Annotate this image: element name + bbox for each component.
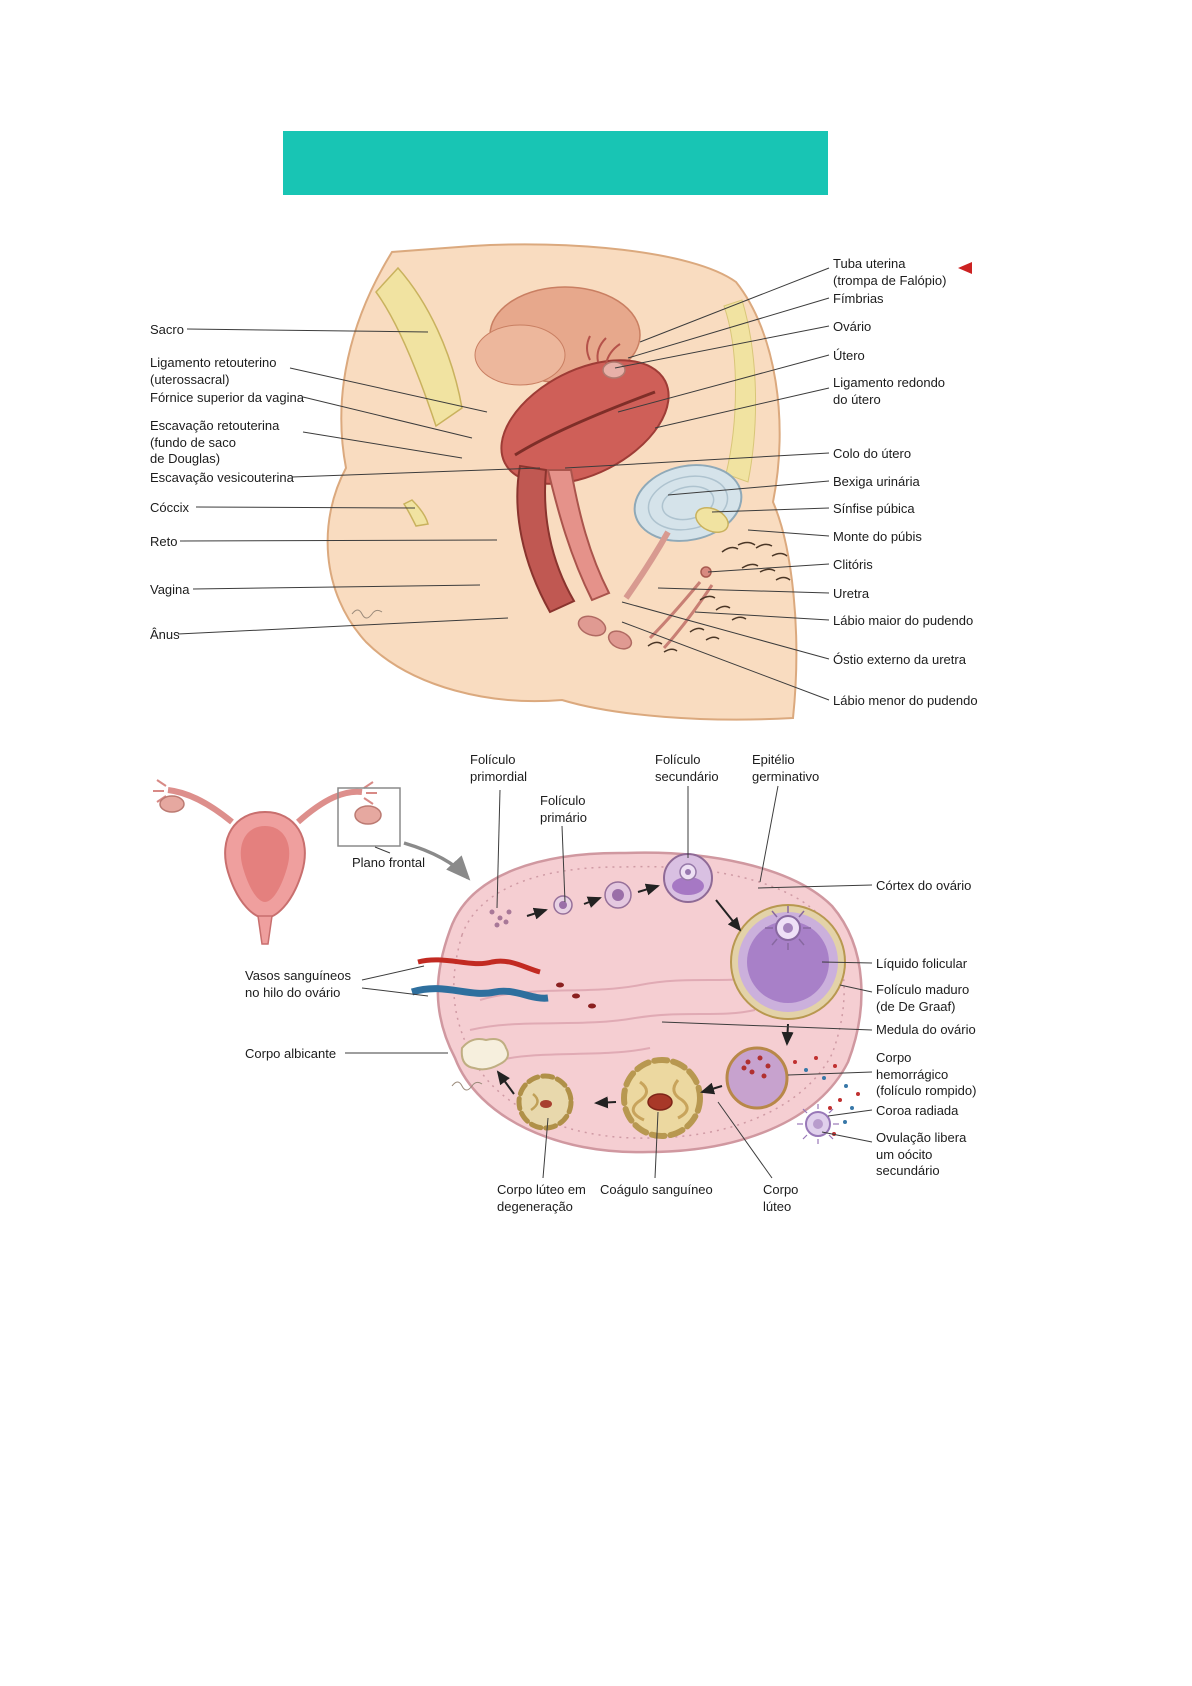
- label-epitelio-germinativo: Epitélio germinativo: [752, 752, 820, 784]
- primordial-follicles: [489, 909, 512, 928]
- growing-follicle: [604, 881, 632, 909]
- label-corpo-luteo: Corpo lúteo: [763, 1182, 799, 1214]
- label-medula-ovario: Medula do ovário: [876, 1022, 976, 1037]
- ovary-leader-lines: [345, 785, 873, 1179]
- artist-signature: [451, 1081, 483, 1091]
- label-fimbrias: Fímbrias: [833, 291, 884, 306]
- perineal-muscle-shape: [607, 630, 633, 650]
- label-escavacao-retouterina: Escavação retouterina (fundo de saco de …: [150, 418, 280, 467]
- uterus-inner-shading: [240, 826, 290, 902]
- label-corpo-luteo-degeneracao: Corpo lúteo em degeneração: [497, 1182, 586, 1214]
- label-corpo-hemorragico: Corpo hemorrágico (folículo rompido): [876, 1050, 977, 1099]
- urethra-shape: [623, 530, 671, 600]
- label-colo-utero: Colo do útero: [833, 446, 912, 461]
- bladder-wall-ring: [661, 485, 715, 521]
- label-plano-frontal: Plano frontal: [352, 855, 425, 870]
- pelvis-illustration: [326, 243, 972, 721]
- uterine-tube-right-shape: [296, 788, 363, 825]
- sacrum-shape: [375, 266, 463, 428]
- pubic-symphysis-shape: [695, 506, 729, 534]
- label-ostio-externo-uretra: Óstio externo da uretra: [833, 652, 966, 667]
- label-uretra: Uretra: [833, 586, 870, 601]
- pubic-hair-strokes: [647, 541, 791, 653]
- secondary-follicle: [663, 853, 713, 903]
- label-coccix: Cóccix: [150, 500, 190, 515]
- label-coroa-radiada: Coroa radiada: [876, 1103, 959, 1118]
- labia-fold-line: [662, 584, 714, 650]
- ovary-shape: [602, 361, 626, 379]
- label-utero: Útero: [833, 348, 865, 363]
- label-foliculo-primordial: Folículo primordial: [470, 752, 528, 784]
- perineal-muscle-shape: [577, 615, 607, 637]
- label-vasos-sanguineos: Vasos sanguíneos no hilo do ovário: [245, 968, 351, 1000]
- fimbriae-shape: [586, 335, 621, 365]
- label-labio-maior: Lábio maior do pudendo: [833, 613, 974, 628]
- red-arrow-icon: [958, 262, 972, 274]
- vein-shape: [410, 985, 549, 1002]
- maturation-arrows: [496, 883, 794, 1109]
- label-tuba-uterina: Tuba uterina (trompa de Falópio): [833, 256, 947, 288]
- label-cortex-ovario: Córtex do ovário: [876, 878, 972, 893]
- label-labio-menor: Lábio menor do pudendo: [833, 693, 978, 708]
- corpus-hemorrhagicum-shape: [725, 1046, 789, 1110]
- label-reto: Reto: [150, 534, 178, 549]
- bowel-loop-shape: [474, 324, 566, 386]
- rectum-shape: [516, 464, 576, 614]
- frontal-plane-frame: [337, 787, 401, 847]
- uterus-frontal-illustration: [153, 779, 471, 945]
- pelvis-leader-lines: [177, 267, 830, 701]
- label-foliculo-primario: Folículo primário: [540, 793, 587, 825]
- released-oocyte-shape: [797, 1104, 839, 1144]
- corpus-albicans-shape: [460, 1038, 509, 1071]
- label-ovario: Ovário: [833, 319, 872, 334]
- label-corpo-albicante: Corpo albicante: [245, 1046, 337, 1061]
- artist-signature: [351, 609, 383, 619]
- uterine-tube-left-shape: [167, 787, 234, 825]
- label-liquido-folicular: Líquido folicular: [876, 956, 968, 971]
- label-sacro: Sacro: [150, 322, 184, 337]
- label-bexiga-urinaria: Bexiga urinária: [833, 474, 920, 489]
- label-foliculo-secundario: Folículo secundário: [655, 752, 719, 784]
- label-monte-pubis: Monte do púbis: [833, 529, 922, 544]
- title-banner: [283, 131, 828, 195]
- label-ligamento-retouterino: Ligamento retouterino (uterossacral): [150, 355, 277, 387]
- bladder-wall-ring: [647, 475, 729, 531]
- hilum-blood-vessels: [410, 957, 596, 1009]
- label-fornice-superior-vagina: Fórnice superior da vagina: [150, 390, 304, 405]
- degenerating-corpus-luteum-shape: [516, 1073, 574, 1131]
- labia-fold-line: [648, 581, 702, 640]
- ovary-right-shape: [354, 805, 382, 825]
- label-ligamento-redondo: Ligamento redondo do útero: [833, 375, 946, 407]
- label-clitoris: Clitóris: [833, 557, 873, 572]
- vagina-shape: [546, 469, 611, 602]
- ovary-section-illustration: [410, 851, 863, 1154]
- mature-follicle-shape: [730, 904, 846, 1020]
- frontal-plane-arrow: [403, 841, 471, 881]
- label-ovulacao: Ovulação libera um oócito secundário: [876, 1130, 967, 1179]
- uterine-cavity-line: [514, 390, 656, 457]
- uterus-shape: [500, 359, 670, 485]
- ovary-left-shape: [159, 795, 185, 813]
- label-escavacao-vesicouterina: Escavação vesicouterina: [150, 470, 294, 485]
- label-anus: Ânus: [150, 627, 180, 642]
- primary-follicle: [553, 895, 573, 915]
- label-vagina: Vagina: [150, 582, 190, 597]
- cervix-stub-shape: [257, 915, 273, 945]
- label-foliculo-maduro: Folículo maduro (de De Graaf): [876, 982, 970, 1014]
- artery-shape: [417, 957, 541, 975]
- corpus-luteum-shape: [621, 1057, 703, 1139]
- label-coagulo-sanguineo: Coágulo sanguíneo: [600, 1182, 713, 1197]
- blood-clot-shape: [647, 1093, 673, 1111]
- label-sinfise-pubica: Sínfise púbica: [833, 501, 915, 516]
